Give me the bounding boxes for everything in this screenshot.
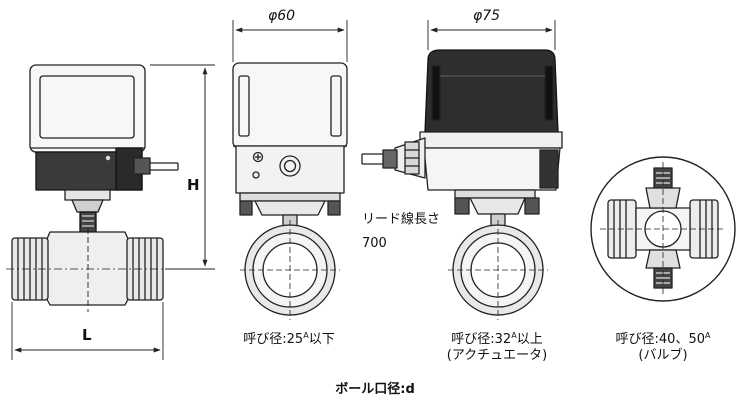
caption-small-suffix: 以下 — [308, 332, 335, 347]
dim-phi75-label: φ75 — [473, 8, 501, 24]
caption-large: 呼び径:40、50A — [616, 328, 711, 348]
dim-phi60-label: φ60 — [268, 8, 296, 24]
dim-h-label: H — [187, 176, 200, 194]
lead-wire-label: リード線長さ — [362, 212, 441, 227]
caption-small-prefix: 呼び径:25 — [243, 332, 304, 347]
front-view-large — [361, 20, 563, 320]
caption-large-unit: A — [704, 331, 711, 340]
side-view — [6, 64, 179, 312]
caption-medium-unit: A — [511, 331, 517, 340]
lead-wire-length: 700 — [362, 236, 387, 251]
caption-small: 呼び径:25A以下 — [243, 328, 334, 348]
caption-large-sub: (バルブ) — [638, 348, 688, 363]
caption-medium: 呼び径:32A以上 — [451, 328, 542, 348]
valve-detail — [590, 156, 736, 302]
dimension-h — [150, 64, 215, 270]
caption-medium-prefix: 呼び径:32 — [451, 332, 512, 347]
caption-large-prefix: 呼び径:40、50 — [615, 332, 705, 347]
caption-medium-suffix: 以上 — [516, 332, 543, 347]
caption-medium-sub: (アクチュエータ) — [446, 348, 548, 363]
dimension-l — [11, 302, 164, 360]
caption-small-unit: A — [303, 331, 309, 340]
front-view-small — [232, 20, 348, 320]
dim-l-label: L — [82, 326, 92, 344]
bottom-caption: ボール口径:d — [335, 382, 415, 397]
